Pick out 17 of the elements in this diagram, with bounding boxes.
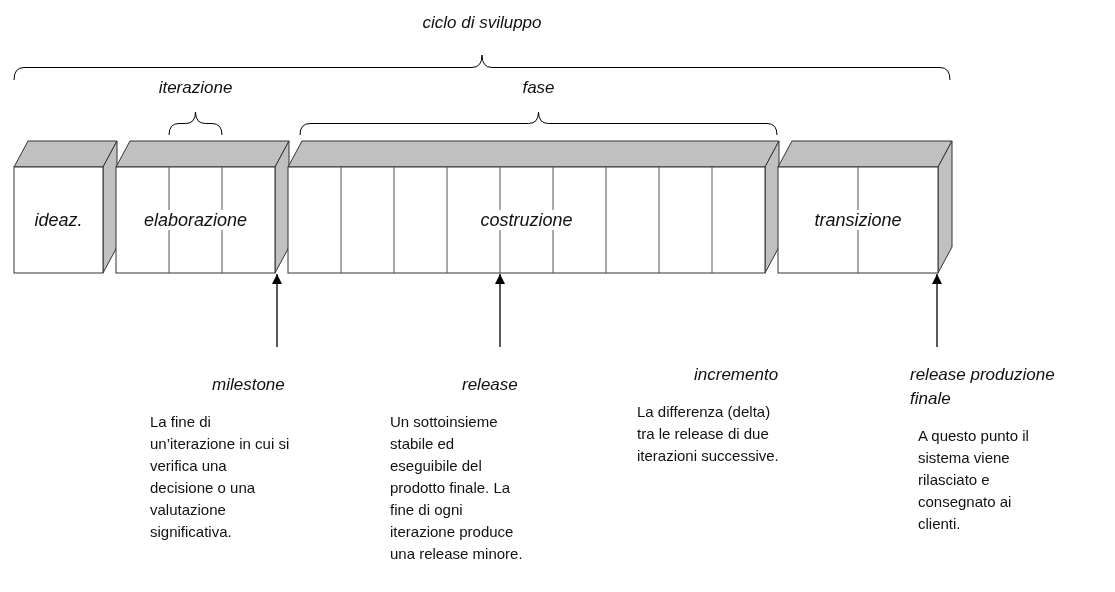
- brace-label: ciclo di sviluppo: [422, 13, 542, 33]
- brace-label: fase: [522, 78, 555, 98]
- term-label: release: [462, 374, 519, 396]
- brace-label: iterazione: [158, 78, 233, 98]
- description-text: Un sottoinsieme stabile ed eseguibile del prodotto finale. La fine di ogni iterazione produce una release minore.: [390, 412, 524, 564]
- term-label: incremento: [694, 364, 779, 386]
- arrow: [272, 273, 282, 348]
- phase-name: costruzione: [480, 210, 573, 230]
- arrow: [932, 273, 942, 348]
- term-label: milestone: [212, 374, 286, 396]
- arrow: [495, 273, 505, 348]
- description-text: La fine di un’iterazione in cui si verifica una decisione o una valutazione significativa.: [150, 412, 290, 542]
- phase-name: elaborazione: [143, 210, 248, 230]
- description-text: A questo punto il sistema viene rilasciato e consegnato ai clienti.: [918, 426, 1030, 534]
- description-text: La differenza (delta) tra le release di due iterazioni successive.: [637, 402, 779, 466]
- term-label: release produzione finale: [910, 364, 1056, 410]
- phase-name: transizione: [814, 210, 902, 230]
